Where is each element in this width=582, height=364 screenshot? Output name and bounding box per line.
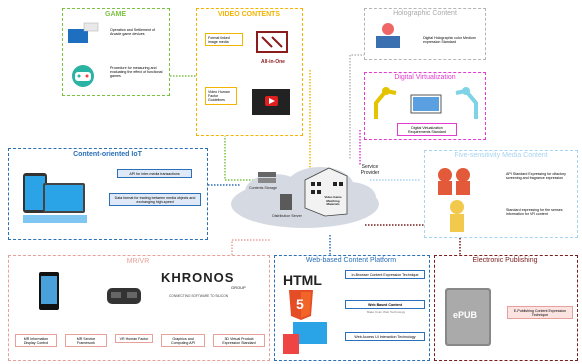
khronos-logo: KHRONOS <box>161 270 235 285</box>
mrvr-item-1: MR Information Display Control <box>15 334 57 348</box>
five-item-1: API Standard Expressing for olfactory sc… <box>503 169 575 183</box>
digital-panel: Digital Virtualization Digital Virtualiz… <box>364 72 486 140</box>
building-label: Video Game Matching Materials <box>324 195 342 207</box>
game-panel: GAME Operation and Settlement of Arcade … <box>62 8 170 96</box>
epub-item-1: E-Publishing Content Expression Techniqu… <box>507 306 573 320</box>
web-item-2-sub: Make Color Web Technology <box>366 310 406 314</box>
all-in-one-label: All-in-One <box>261 59 285 65</box>
server-icon <box>258 172 276 183</box>
devices-icon <box>283 322 327 354</box>
game-item-2: Procedure for measuring and evaluating t… <box>107 63 167 81</box>
epub-panel: Electronic Publishing ePUB E-Publishing … <box>434 255 578 361</box>
iot-item-1: API for inter-media transactions <box>117 169 192 179</box>
mrvr-item-5: 3D Virtual Product Expression Standard <box>213 334 265 348</box>
khronos-tagline: CONNECTING SOFTWARE TO SILICON <box>169 294 229 298</box>
gamepad-icon <box>72 65 94 87</box>
web-item-3: Web Access UI Interaction Technology <box>345 332 425 342</box>
mrvr-title: MR/VR <box>126 258 150 265</box>
epub-logo: ePUB <box>453 310 478 320</box>
all-in-one-logo-icon <box>256 31 288 53</box>
holo-panel: Holographic Content Digital Holographic … <box>364 8 486 60</box>
video-title: VIDEO CONTENTS <box>217 11 281 18</box>
hologram-icon <box>376 23 400 48</box>
holo-title: Holographic Content <box>393 10 457 17</box>
html-label: HTML <box>283 272 322 288</box>
web-title: Web-based Content Platform <box>305 257 397 264</box>
game-item-1: Operation and Settlement of Arcade game … <box>107 25 167 39</box>
robot-arms-icon <box>374 87 478 119</box>
iot-item-2: Data format for trading between media ob… <box>109 193 201 207</box>
five-title: Five-sensitivity Media Content <box>454 152 548 159</box>
khronos-group: GROUP <box>231 285 246 290</box>
iot-title: Content-oriented IoT <box>73 151 142 158</box>
contents-storage-label: Contents Storage <box>249 186 277 190</box>
distribution-server-icon <box>280 194 292 210</box>
distribution-server-label: Distribution Server <box>272 214 302 218</box>
vr-headset-icon <box>107 288 141 304</box>
game-title: GAME <box>105 11 126 18</box>
five-panel: Five-sensitivity Media Content API Stand… <box>424 150 578 238</box>
digital-item-1: Digital Virtualization Requirements Stan… <box>397 123 457 137</box>
digital-title: Digital Virtualization <box>394 74 456 81</box>
smell-people-icon <box>438 168 470 195</box>
mrvr-item-4: Graphics and Computing API <box>161 334 205 348</box>
video-item-1: Format linked image media <box>205 33 243 47</box>
building-icon <box>304 167 348 217</box>
mrvr-item-3: VR Human Factor <box>115 334 153 344</box>
service-provider-label: Service Provider <box>360 164 380 176</box>
game-devices-icon <box>68 22 99 43</box>
html5-number: 5 <box>296 296 304 312</box>
web-item-1: In-Browser Content Expression Technique <box>345 270 425 280</box>
tv-play-icon <box>252 89 290 115</box>
video-item-2: Video Human Factor Guidelines <box>205 87 237 105</box>
holo-item-1: Digital Holographic color Medium express… <box>420 33 482 47</box>
web-item-2: Web Based Content <box>345 300 425 310</box>
mrvr-item-2: MR Service Framework <box>65 334 107 348</box>
vr-person-icon <box>450 200 464 232</box>
epub-book-icon <box>445 288 491 346</box>
iot-devices-icon <box>23 173 87 223</box>
mrvr-panel: MR/VR KHRONOS GROUP CONNECTING SOFTWARE … <box>8 255 270 361</box>
iot-panel: Content-oriented IoT API for inter-media… <box>8 148 208 240</box>
five-item-2: Standard expressing for the senses infor… <box>503 205 575 219</box>
html5-shield-icon <box>289 290 313 320</box>
video-panel: VIDEO CONTENTS Format linked image media… <box>196 8 303 136</box>
phone-icon <box>39 272 59 310</box>
epub-title: Electronic Publishing <box>472 257 538 264</box>
web-panel: Web-based Content Platform HTML 5 In-Bro… <box>274 255 430 361</box>
